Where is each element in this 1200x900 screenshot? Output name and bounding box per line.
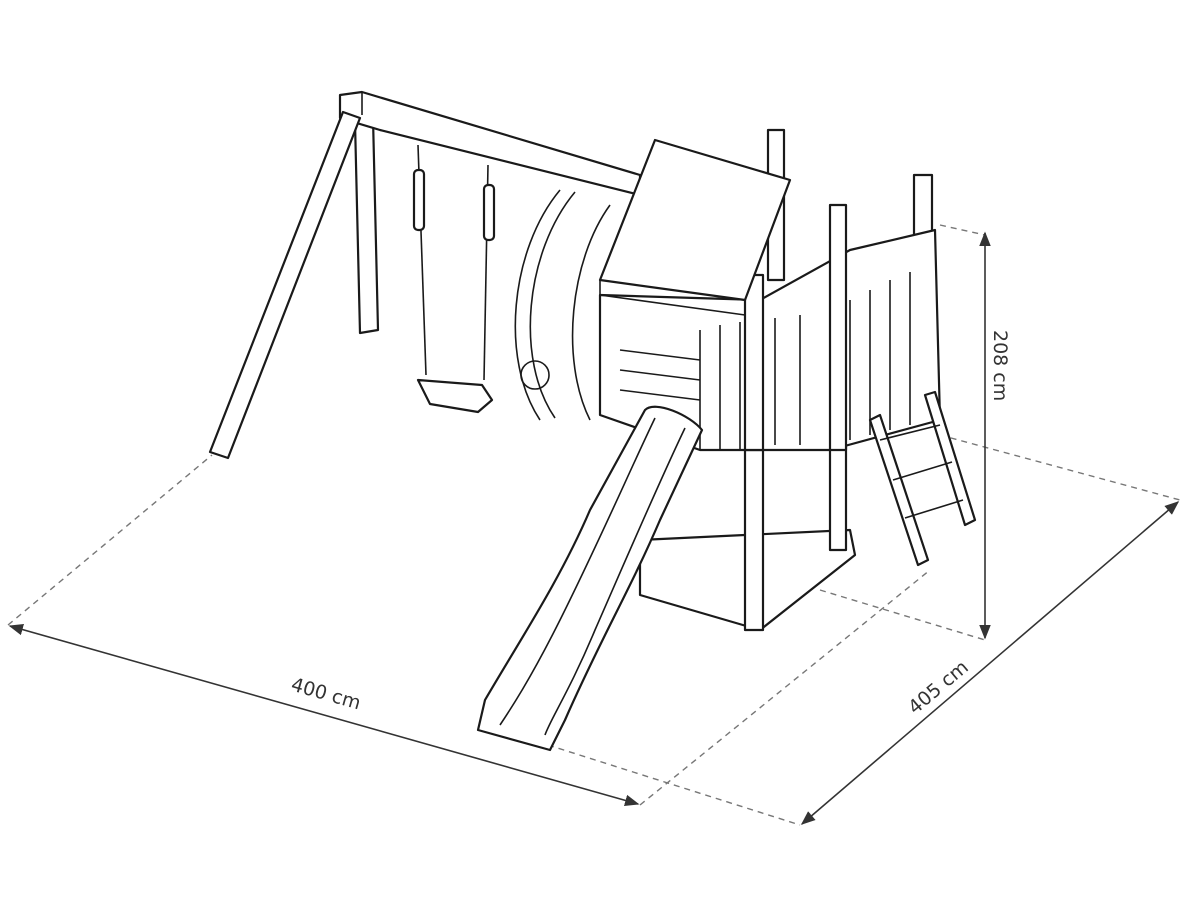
height-dimension: 208 cm [979, 231, 1011, 640]
height-label: 208 cm [989, 330, 1011, 401]
climbing-arch [514, 189, 611, 421]
play-tower [598, 128, 942, 632]
depth-dimension: 405 cm [800, 501, 1180, 825]
swing [412, 144, 496, 414]
swing-frame [208, 90, 642, 460]
